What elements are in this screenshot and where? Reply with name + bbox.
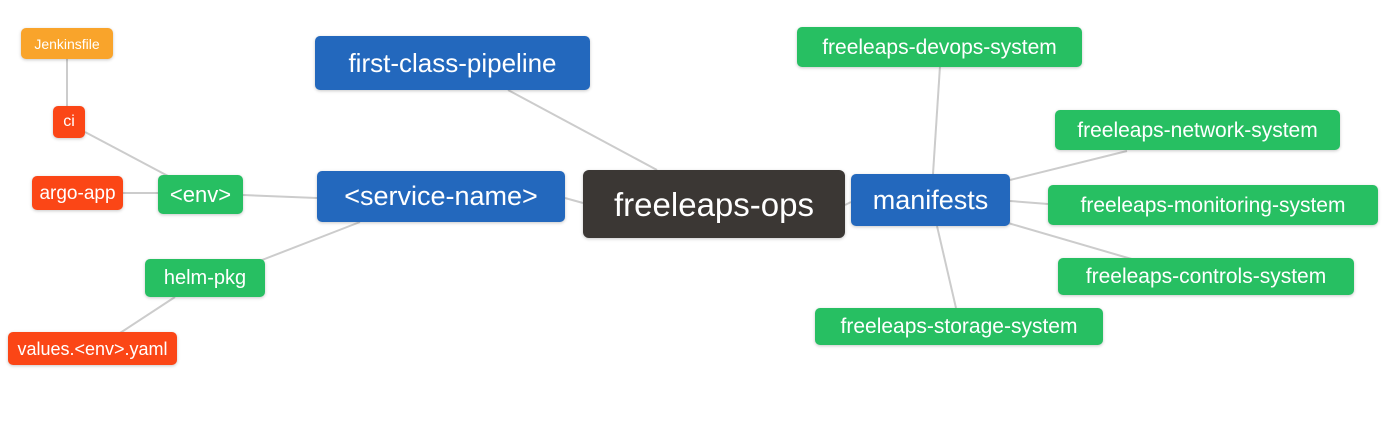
- edge-helm-pkg-values-env-yaml: [119, 296, 176, 334]
- edge-env-service-name: [242, 194, 318, 199]
- edge-manifests-controls-system: [1007, 222, 1136, 261]
- edge-manifests-storage-system: [936, 225, 957, 309]
- node-freeleaps-ops[interactable]: freeleaps-ops: [583, 170, 845, 238]
- node-helm-pkg[interactable]: helm-pkg: [145, 259, 265, 297]
- node-freeleaps-controls-system[interactable]: freeleaps-controls-system: [1058, 258, 1354, 295]
- node-freeleaps-network-system[interactable]: freeleaps-network-system: [1055, 110, 1340, 150]
- node-ci[interactable]: ci: [53, 106, 85, 138]
- node-freeleaps-storage-system[interactable]: freeleaps-storage-system: [815, 308, 1103, 345]
- node-freeleaps-devops-system[interactable]: freeleaps-devops-system: [797, 27, 1082, 67]
- edge-manifests-devops-system: [932, 65, 941, 175]
- node-values-env-yaml[interactable]: values.<env>.yaml: [8, 332, 177, 365]
- edge-service-name-helm-pkg: [261, 221, 361, 261]
- node-env[interactable]: <env>: [158, 175, 243, 214]
- edge-service-name-ops: [564, 197, 584, 204]
- node-service-name[interactable]: <service-name>: [317, 171, 565, 222]
- edge-first-class-pipeline-ops: [507, 89, 658, 171]
- node-first-class-pipeline[interactable]: first-class-pipeline: [315, 36, 590, 90]
- node-manifests[interactable]: manifests: [851, 174, 1010, 226]
- edge-ci-env: [84, 131, 169, 177]
- node-argo-app[interactable]: argo-app: [32, 176, 123, 210]
- edge-manifests-network-system: [1009, 150, 1128, 181]
- edge-manifests-monitoring-system: [1009, 200, 1049, 205]
- node-freeleaps-monitoring-system[interactable]: freeleaps-monitoring-system: [1048, 185, 1378, 225]
- node-jenkinsfile[interactable]: Jenkinsfile: [21, 28, 113, 59]
